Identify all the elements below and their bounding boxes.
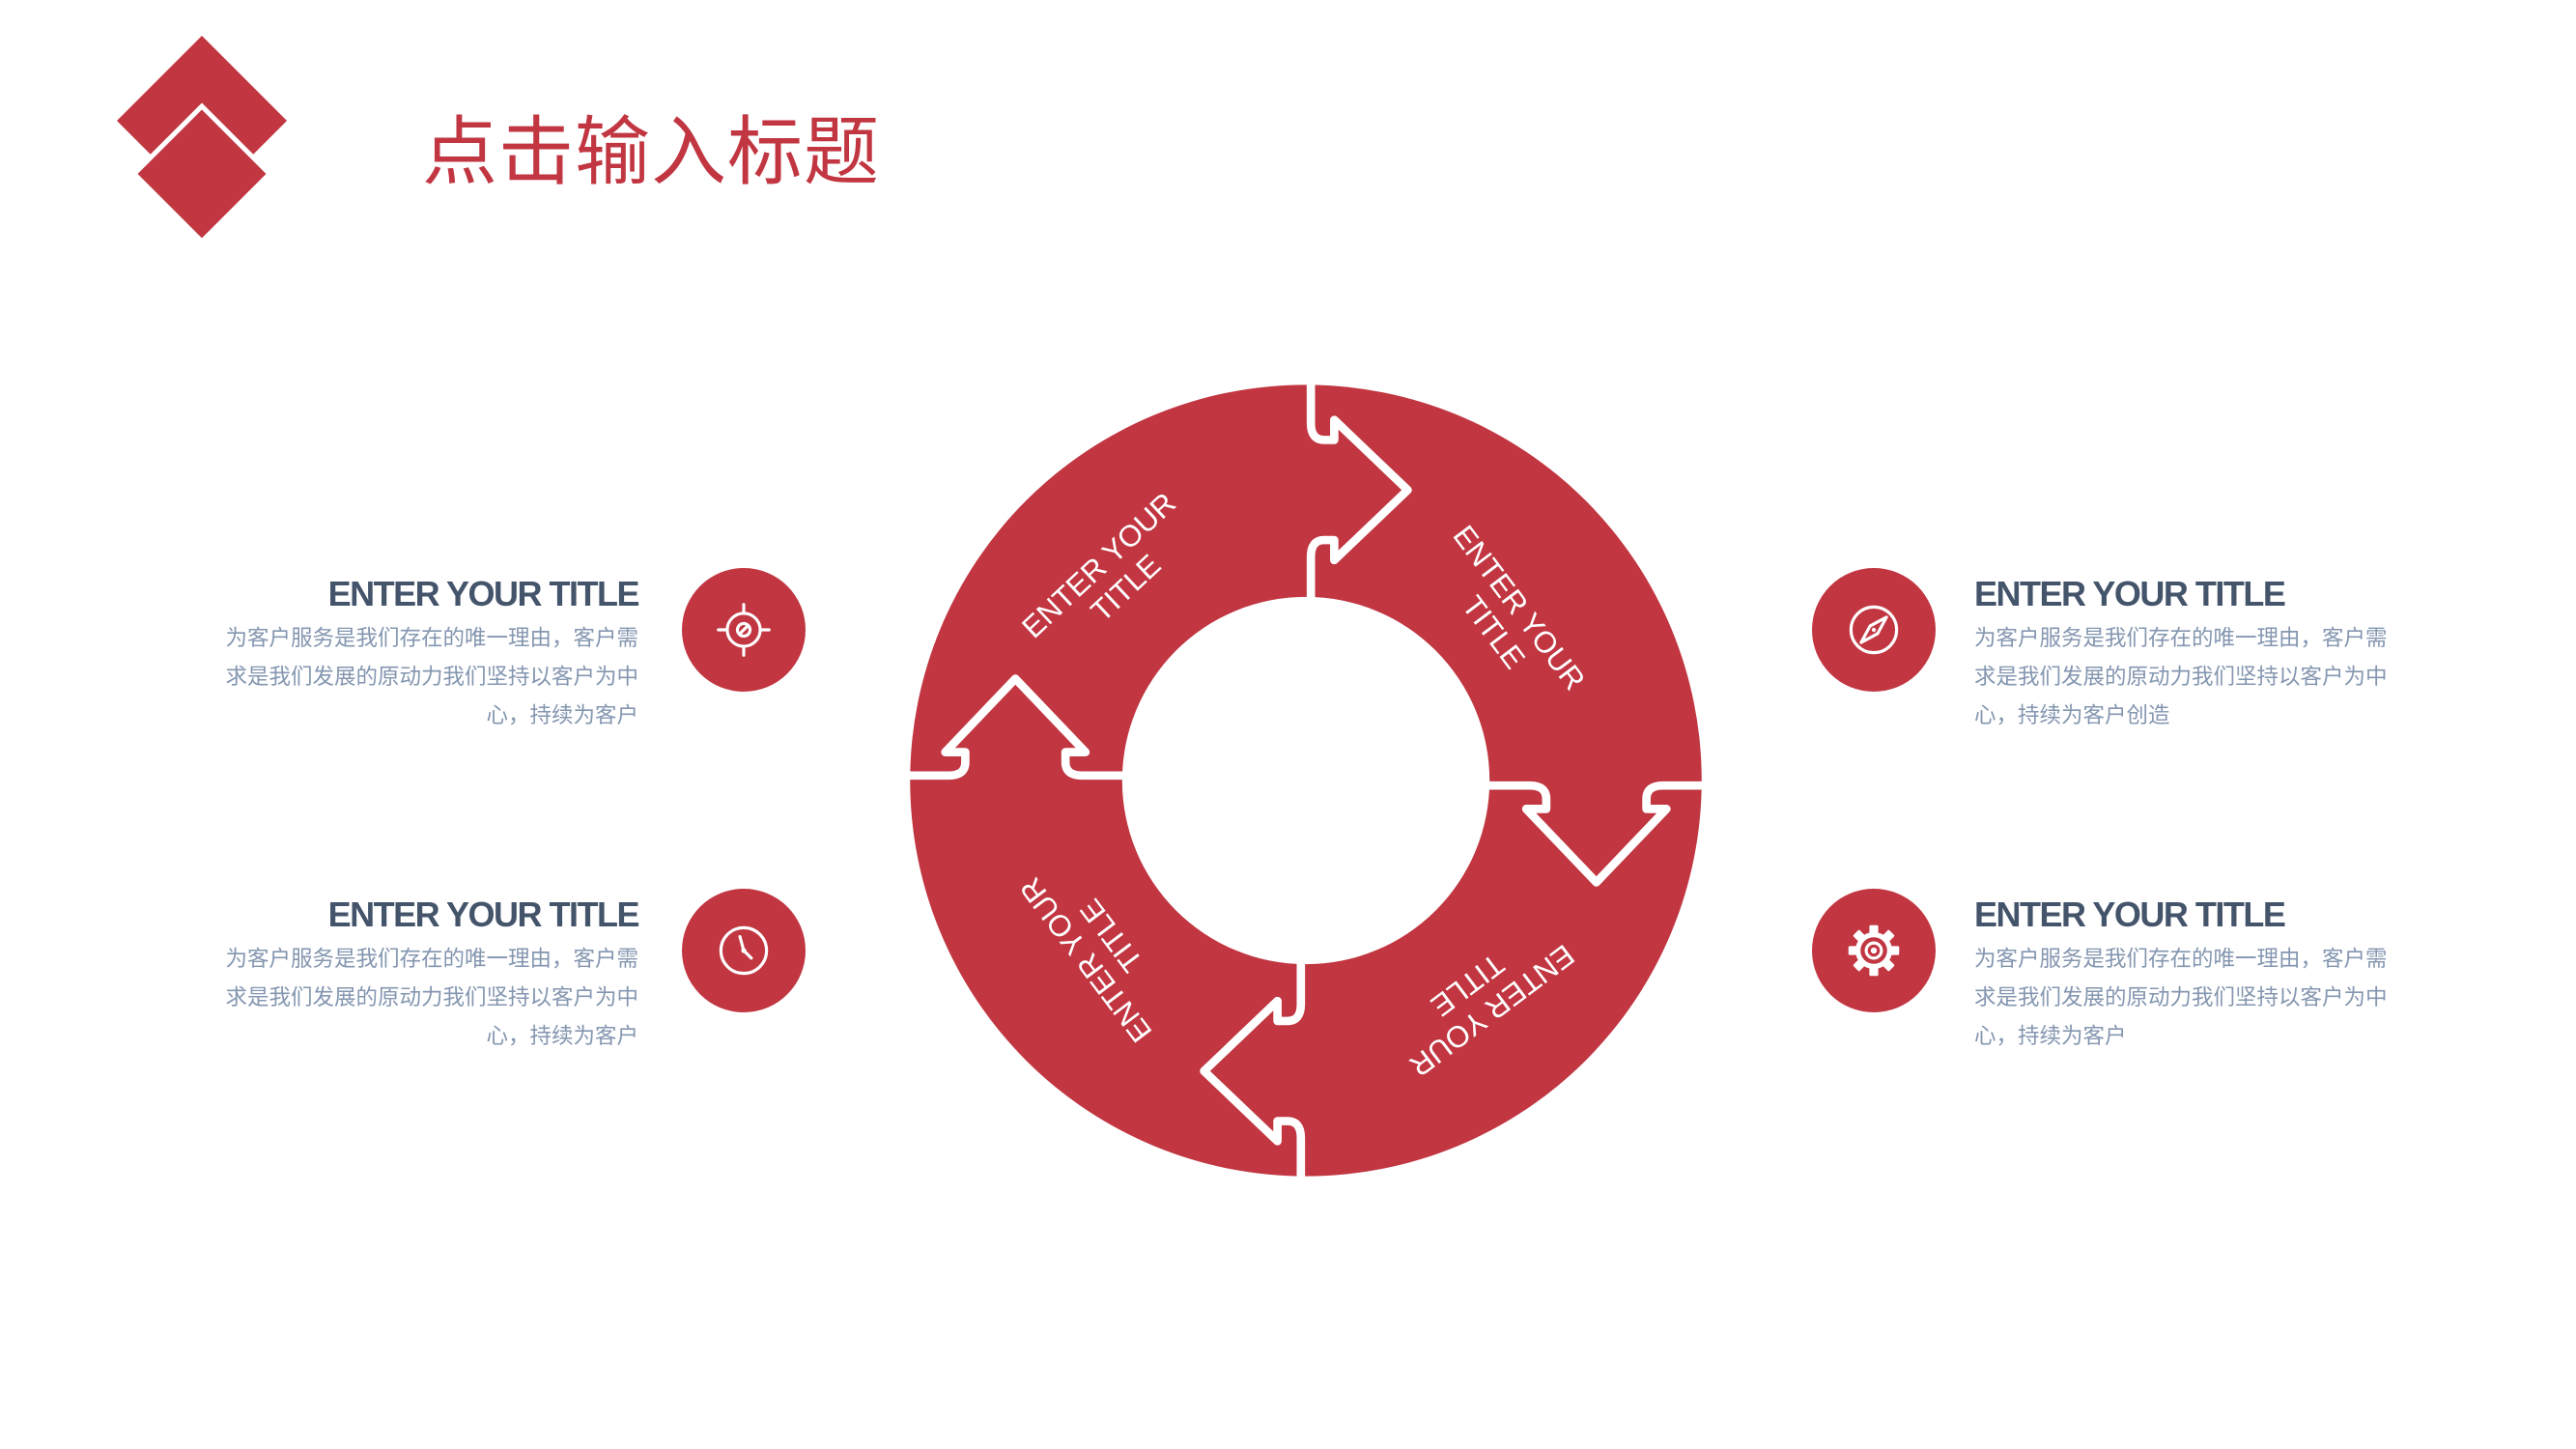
icon-badge-left-top (682, 568, 806, 692)
description-line: 心，持续为客户 (486, 703, 638, 728)
feature-title: ENTER YOUR TITLE (327, 574, 640, 613)
target-icon (717, 603, 771, 657)
description-line: 求是我们发展的原动力我们坚持以客户为中 (225, 665, 638, 690)
compass-icon (1849, 605, 1899, 655)
feature-title: ENTER YOUR TITLE (1974, 895, 2286, 934)
description-line: 心，持续为客户创造 (1974, 703, 2170, 728)
feature-item-left-top: ENTER YOUR TITLE 为客户服务是我们存在的唯一理由，客户需 求是我… (221, 574, 640, 735)
feature-item-right-bottom: ENTER YOUR TITLE 为客户服务是我们存在的唯一理由，客户需 求是我… (1974, 897, 2392, 1056)
icon-badge-right-top (1812, 568, 1936, 692)
clock-icon (719, 925, 769, 976)
logo-diamond-bottom (130, 102, 273, 245)
slide-title: 点击输入标题 (422, 109, 881, 196)
ring-body (910, 384, 1702, 1177)
icon-badge-right-bottom (1812, 889, 1936, 1012)
description-line: 为客户服务是我们存在的唯一理由，客户需 (1974, 947, 2388, 972)
description-line: 求是我们发展的原动力我们坚持以客户为中 (1974, 665, 2388, 690)
gear-icon (1848, 924, 1900, 977)
description-line: 为客户服务是我们存在的唯一理由，客户需 (225, 947, 638, 972)
description-line: 心，持续为客户 (1974, 1024, 2127, 1049)
feature-item-left-bottom: ENTER YOUR TITLE 为客户服务是我们存在的唯一理由，客户需 求是我… (221, 895, 640, 1056)
description-line: 求是我们发展的原动力我们坚持以客户为中 (225, 985, 638, 1010)
description-line: 求是我们发展的原动力我们坚持以客户为中 (1974, 985, 2388, 1010)
feature-item-right-top: ENTER YOUR TITLE 为客户服务是我们存在的唯一理由，客户需 求是我… (1974, 577, 2392, 735)
icon-badge-left-bottom (682, 889, 806, 1012)
feature-description: 为客户服务是我们存在的唯一理由，客户需 求是我们发展的原动力我们坚持以客户为中 … (221, 619, 638, 735)
feature-description: 为客户服务是我们存在的唯一理由，客户需 求是我们发展的原动力我们坚持以客户为中 … (1974, 940, 2392, 1056)
description-line: 为客户服务是我们存在的唯一理由，客户需 (1974, 626, 2388, 651)
feature-description: 为客户服务是我们存在的唯一理由，客户需 求是我们发展的原动力我们坚持以客户为中 … (1974, 619, 2392, 735)
feature-title: ENTER YOUR TITLE (1974, 574, 2286, 613)
description-line: 为客户服务是我们存在的唯一理由，客户需 (225, 626, 638, 651)
description-line: 心，持续为客户 (486, 1024, 638, 1049)
double-diamond-logo (117, 36, 287, 245)
feature-description: 为客户服务是我们存在的唯一理由，客户需 求是我们发展的原动力我们坚持以客户为中 … (221, 940, 638, 1056)
feature-title: ENTER YOUR TITLE (327, 895, 640, 934)
ring-diagram: ENTER YOUR TITLE ENTER YOUR TITLE ENTER … (900, 375, 1712, 1186)
